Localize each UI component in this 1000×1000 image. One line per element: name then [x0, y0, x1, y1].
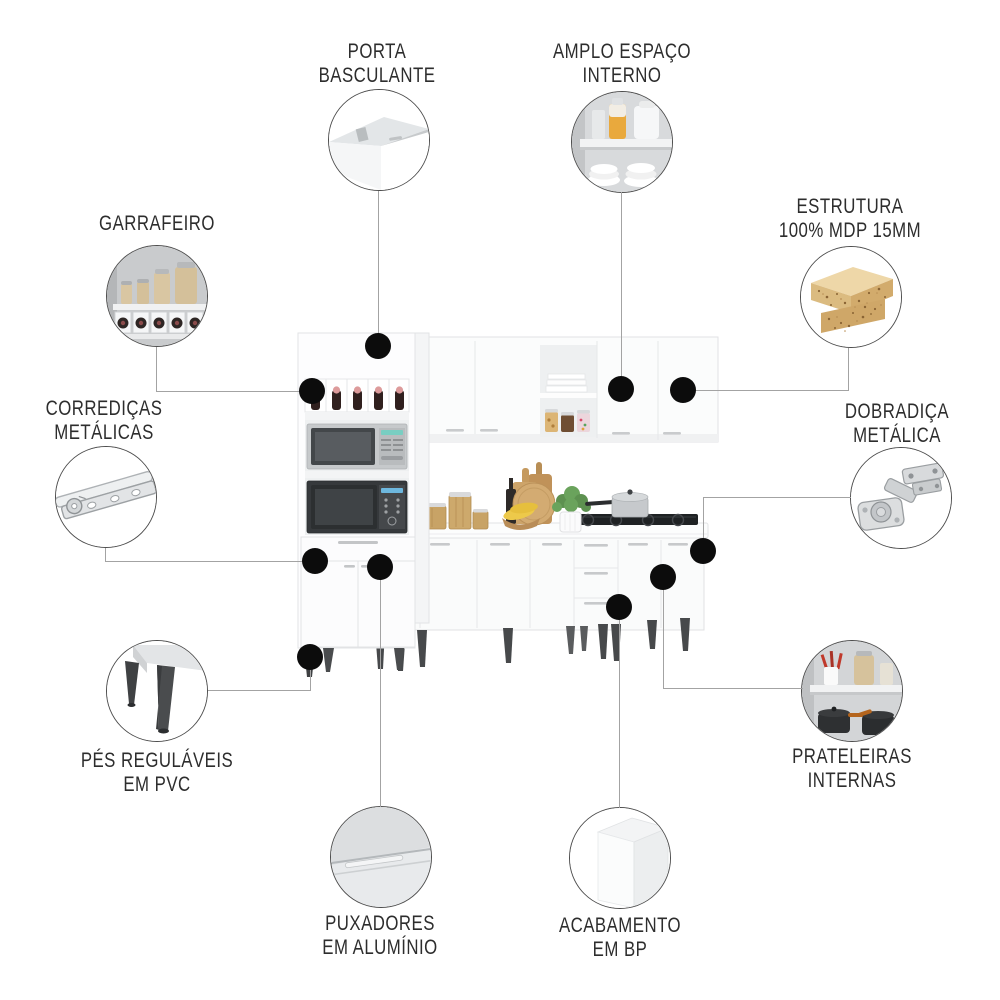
- label-line: ACABAMENTO: [558, 914, 682, 937]
- callout-circle: [571, 91, 673, 193]
- bp-finish-icon: [570, 808, 670, 908]
- label-line: PRATELEIRAS: [792, 745, 912, 768]
- microwave-upper: [306, 423, 408, 470]
- callout-dot: [606, 594, 632, 620]
- callout-label: PORTA BASCULANTE: [319, 40, 436, 88]
- connector-line: [105, 561, 315, 562]
- connector-line: [683, 390, 849, 391]
- mdp-board-icon: [801, 247, 901, 347]
- aluminum-handle-icon: [331, 807, 431, 907]
- connector-line: [619, 607, 620, 808]
- callout-dot: [299, 378, 325, 404]
- callout-dot: [650, 564, 676, 590]
- adjustable-feet-icon: [107, 641, 207, 741]
- callout-label: ACABAMENTO EM BP: [559, 914, 681, 962]
- callout-circle: [330, 806, 432, 908]
- label-line: CORREDIÇAS: [45, 397, 163, 420]
- label-line: DOBRADIÇA: [844, 400, 950, 423]
- bottle-rack-icon: [107, 246, 207, 346]
- inner-shelves-icon: [802, 641, 902, 741]
- connector-line: [156, 347, 157, 392]
- callout-circle: [55, 446, 157, 548]
- connector-line: [156, 391, 312, 392]
- callout-circle: [800, 246, 902, 348]
- connector-line: [105, 548, 106, 562]
- metal-slide-icon: [56, 447, 156, 547]
- connector-line: [208, 690, 311, 691]
- callout-dot: [302, 548, 328, 574]
- label-line: PÉS REGULÁVEIS: [80, 749, 234, 772]
- label-line: GARRAFEIRO: [99, 212, 215, 235]
- connector-line: [848, 348, 849, 391]
- label-line: BASCULANTE: [318, 63, 436, 87]
- connector-line: [310, 657, 311, 691]
- callout-dot: [690, 538, 716, 564]
- connector-line: [703, 497, 704, 551]
- flip-door-icon: [329, 90, 429, 190]
- label-line: ESTRUTURA: [796, 195, 904, 218]
- label-line: EM PVC: [123, 772, 191, 796]
- connector-line: [378, 191, 379, 346]
- callout-circle: [106, 640, 208, 742]
- label-line: INTERNAS: [807, 768, 897, 792]
- label-line: 100% MDP 15MM: [778, 218, 922, 242]
- label-line: METÁLICA: [853, 423, 941, 447]
- cabinet-feet: [375, 618, 690, 671]
- connector-line: [621, 192, 622, 389]
- callout-circle: [850, 447, 952, 549]
- label-line: AMPLO ESPAÇO: [552, 40, 692, 63]
- callout-label: GARRAFEIRO: [99, 212, 215, 236]
- callout-circle: [801, 640, 903, 742]
- label-line: METÁLICAS: [54, 420, 154, 444]
- callout-label: PUXADORES EM ALUMÍNIO: [322, 912, 437, 960]
- callout-dot: [297, 644, 323, 670]
- callout-circle: [569, 807, 671, 909]
- wall-cabinet: [412, 336, 719, 443]
- callout-circle: [106, 245, 208, 347]
- decor-jars: [425, 492, 489, 530]
- callout-dot: [367, 554, 393, 580]
- callout-label: ESTRUTURA 100% MDP 15MM: [779, 195, 921, 243]
- callout-label: AMPLO ESPAÇO INTERNO: [553, 40, 691, 88]
- callout-label: DOBRADIÇA METÁLICA: [845, 400, 949, 448]
- plant: [552, 486, 591, 533]
- callout-circle: [328, 89, 430, 191]
- label-line: INTERNO: [582, 63, 662, 87]
- callout-dot: [365, 333, 391, 359]
- callout-label: PRATELEIRAS INTERNAS: [792, 745, 912, 793]
- connector-line: [663, 688, 803, 689]
- connector-line: [703, 497, 851, 498]
- microwave-lower: [306, 480, 408, 534]
- label-line: EM BP: [592, 937, 648, 961]
- banana-basket: [502, 502, 540, 530]
- label-line: PORTA: [347, 40, 407, 63]
- callout-label: CORREDIÇAS METÁLICAS: [46, 397, 163, 445]
- label-line: EM ALUMÍNIO: [322, 935, 438, 959]
- connector-line: [380, 567, 381, 807]
- callout-dot: [670, 377, 696, 403]
- metal-hinge-icon: [851, 448, 951, 548]
- interior-space-icon: [572, 92, 672, 192]
- connector-line: [663, 577, 664, 689]
- callout-label: PÉS REGULÁVEIS EM PVC: [81, 749, 233, 797]
- label-line: PUXADORES: [325, 912, 435, 935]
- saucepan: [585, 489, 649, 518]
- callout-dot: [608, 376, 634, 402]
